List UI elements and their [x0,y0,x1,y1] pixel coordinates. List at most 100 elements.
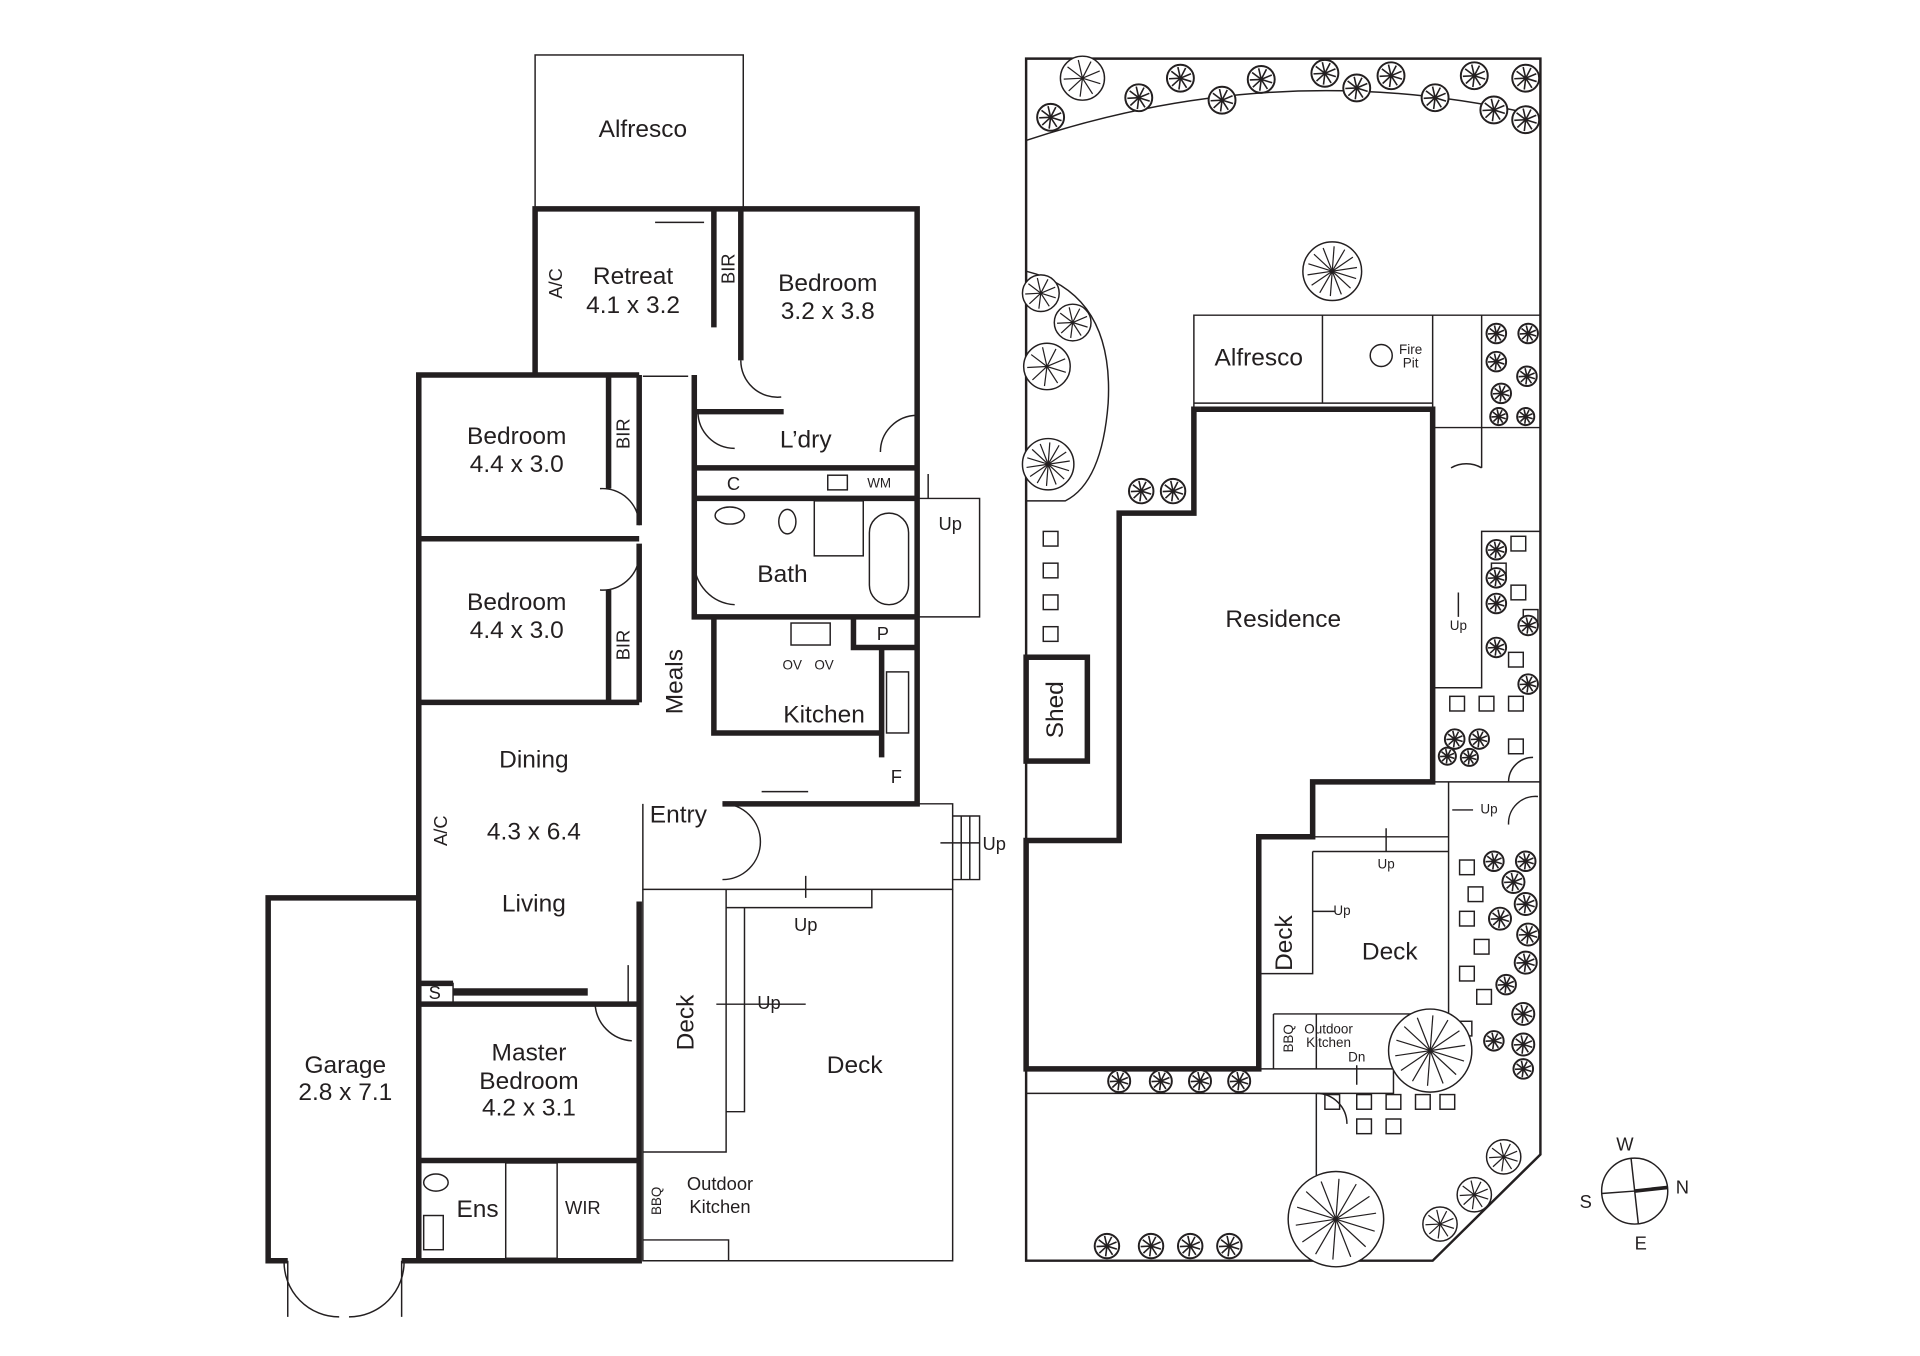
tree-icon [1107,1069,1132,1094]
tree-icon [1485,322,1508,345]
tree-icon [1053,303,1092,342]
tree-icon [1420,83,1450,113]
entry-label: Entry [650,802,708,829]
up-label: Up [757,992,780,1013]
site-up-label: Up [1333,903,1350,918]
stepping-stone [1507,738,1524,755]
cupboard-label: C [727,473,740,494]
tree-icon [1148,1069,1173,1094]
dining-label: Dining [499,747,568,774]
tree-icon [1479,95,1509,125]
tree-icon [1516,407,1536,427]
garage-door-lines [287,1260,403,1317]
door-swings [283,360,918,1318]
fixtures [418,474,910,1260]
tree-icon [1485,1139,1522,1175]
tree-icon [1517,614,1539,637]
bir-label: BIR [612,630,633,661]
stepping-stone [1458,910,1476,927]
tree-icon [1137,1232,1165,1260]
ac-label: A/C [430,815,451,846]
tree-icon [1387,1008,1473,1093]
tree-icon [1490,382,1512,405]
exterior-walls [265,206,920,1264]
tree-icon [1216,1232,1243,1260]
tree-icon [1376,61,1406,91]
storage-label: S [429,982,441,1003]
bedroom-1-dims: 4.4 x 3.0 [470,451,564,478]
tree-icon [1459,61,1489,91]
tree-icon [1443,728,1466,750]
site-door-swings [1316,463,1539,1124]
garden-bed-curve [1025,270,1110,502]
tree-icon [1165,63,1195,93]
tree-icon [1021,274,1060,313]
stepping-stone [1324,1093,1341,1110]
alfresco-outline [1193,314,1541,428]
site-bbq-label: BBQ [1281,1024,1296,1052]
stepping-stone [1476,988,1493,1005]
fire-pit-icon [1369,343,1393,368]
up-label: Up [983,833,1006,854]
stepping-stone [1385,1093,1402,1110]
site-outdoor-kitchen-label: Outdoor [1304,1021,1353,1036]
side-path [1026,426,1541,1261]
stepping-stone [1042,594,1059,611]
wir-label: WIR [565,1197,601,1218]
deck-label: Deck [672,994,699,1050]
up-label: Up [938,513,961,534]
tree-icon [1483,1030,1505,1052]
tree-icon [1483,850,1505,872]
shed-label: Shed [1042,681,1069,738]
tree-icon [1489,407,1509,427]
residence-label: Residence [1225,606,1341,633]
tree-icon [1511,1032,1536,1057]
site-plan: Alfresco Fire Pit Residence Shed Up Up U… [1021,55,1542,1268]
bedroom-2-dims: 4.4 x 3.0 [470,617,564,644]
tree-icon [1517,673,1539,695]
compass-north: N [1676,1176,1689,1197]
meals-label: Meals [661,649,688,714]
tree-icon [1207,85,1237,115]
tree-icon [1246,64,1276,94]
outdoor-kitchen-label-2: Kitchen [689,1196,750,1217]
tree-icon [1485,350,1508,373]
stepping-stone [1385,1118,1402,1135]
alfresco-label: Alfresco [599,116,687,143]
stepping-stone [1042,562,1059,579]
stepping-stone [1356,1093,1373,1110]
bedroom-1-label: Bedroom [467,423,566,450]
stepping-stone [1478,695,1495,712]
direction-arrows [453,221,980,1162]
outdoor-kitchen-label: Outdoor [687,1173,753,1194]
property-boundary [1024,57,1542,1262]
tree-icon [1511,63,1541,93]
tree-icon [1227,1069,1252,1094]
tree-icon [1342,73,1372,103]
deck-label: Deck [827,1052,884,1079]
stepping-stone [1510,535,1527,552]
stepping-stone [1467,886,1484,903]
tree-icon [1485,567,1508,589]
tree-icon [1514,850,1537,872]
lawn-curve [1025,89,1541,142]
stepping-stone [1449,695,1466,712]
tree-icon [1488,906,1512,931]
tree-icon [1176,1232,1204,1260]
tree-icon [1128,477,1155,505]
tree-icon [1511,1001,1536,1026]
site-outdoor-kitchen-label-2: Kitchen [1306,1035,1351,1050]
fire-pit-label: Fire [1399,342,1422,357]
down-label: Dn [1348,1049,1365,1064]
stepping-stone [1458,965,1476,982]
site-up-label: Up [1450,618,1467,633]
tree-icon [1485,636,1508,659]
bedroom-2-label: Bedroom [467,589,566,616]
fire-pit-label-2: Pit [1403,356,1419,371]
compass-west: W [1616,1134,1634,1155]
site-up-label: Up [1378,856,1395,871]
site-deck-label: Deck [1271,914,1298,970]
stepping-stone [1414,1093,1431,1110]
tree-icon [1021,437,1075,491]
